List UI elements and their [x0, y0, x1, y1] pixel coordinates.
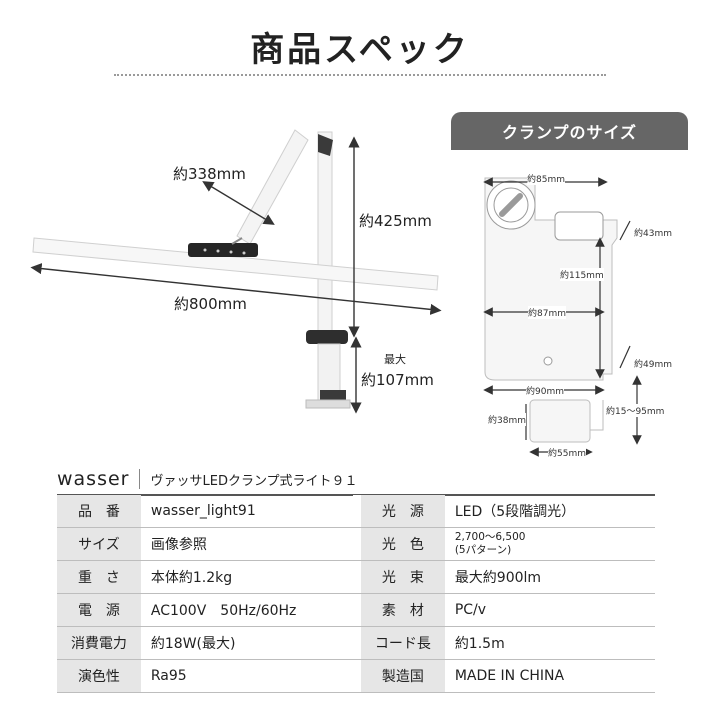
spec-key: コード長 [360, 626, 445, 660]
page-title: 商品スペック [250, 30, 470, 70]
spec-key: 品 番 [57, 495, 141, 528]
spec-value: 本体約1.2kg [140, 560, 354, 594]
spec-value-line: (5パターン) [454, 544, 512, 556]
spec-value: 2,700～6,500 (5パターン) [444, 527, 655, 561]
spec-key: 光 束 [360, 560, 445, 594]
height-label: 約425mm [359, 212, 432, 230]
spec-value: 約18W(最大) [140, 626, 354, 660]
spec-value: wasser_light91 [140, 495, 354, 528]
brand-header: wasser ヴァッサLEDクランプ式ライト９１ [57, 464, 655, 496]
spec-key: 電 源 [57, 593, 141, 627]
clamp-max-label: 約107mm [361, 371, 434, 389]
spec-value-line: 2,700～6,500 [454, 531, 526, 543]
table-row: 品 番 wasser_light91 光 源 LED（5段階調光） [57, 495, 655, 528]
clamp-right-bottom: 約49mm [634, 357, 672, 370]
spec-value: AC100V 50Hz/60Hz [140, 593, 354, 627]
clamp-size-badge: クランプのサイズ [451, 112, 688, 150]
clamp-inner-width: 約87mm [528, 306, 566, 319]
spec-value: 約1.5m [444, 626, 655, 660]
clamp-height: 約115mm [560, 268, 604, 281]
lamp-illustration [30, 129, 642, 457]
spec-key: 重 さ [57, 560, 141, 594]
clamp-range: 約15～95mm [606, 404, 665, 417]
table-row: 消費電力 約18W(最大) コード長 約1.5m [57, 626, 655, 660]
screw-width: 約55mm [548, 446, 586, 459]
spec-value: 最大約900lm [444, 560, 655, 594]
clamp-right-top: 約43mm [634, 226, 672, 239]
product-name: ヴァッサLEDクランプ式ライト９１ [150, 473, 358, 489]
spec-key: 光 色 [360, 527, 445, 561]
spec-value: Ra95 [140, 659, 354, 693]
clamp-bottom-width: 約90mm [526, 384, 564, 397]
spec-value: MADE IN CHINA [444, 659, 655, 693]
spec-table: 品 番 wasser_light91 光 源 LED（5段階調光） サイズ 画像… [57, 495, 655, 693]
brand-name: wasser [57, 469, 141, 489]
spec-value: 画像参照 [140, 527, 354, 561]
spec-key: サイズ [57, 527, 141, 561]
screw-height: 約38mm [488, 413, 526, 426]
arm-length-label: 約338mm [173, 165, 246, 183]
spec-value: PC/v [444, 593, 655, 627]
spec-value: LED（5段階調光） [444, 495, 655, 528]
clamp-max-prefix: 最大 [384, 353, 406, 366]
table-row: 電 源 AC100V 50Hz/60Hz 素 材 PC/v [57, 593, 655, 627]
spec-key: 光 源 [360, 495, 445, 528]
spec-key: 製造国 [360, 659, 445, 693]
spec-key: 消費電力 [57, 626, 141, 660]
table-row: 演色性 Ra95 製造国 MADE IN CHINA [57, 659, 655, 693]
clamp-top-width: 約85mm [527, 172, 565, 185]
spec-key: 素 材 [360, 593, 445, 627]
title-divider [114, 74, 606, 76]
width-label: 約800mm [174, 295, 247, 313]
spec-key: 演色性 [57, 659, 141, 693]
table-row: サイズ 画像参照 光 色 2,700～6,500 (5パターン) [57, 527, 655, 561]
table-row: 重 さ 本体約1.2kg 光 束 最大約900lm [57, 560, 655, 594]
